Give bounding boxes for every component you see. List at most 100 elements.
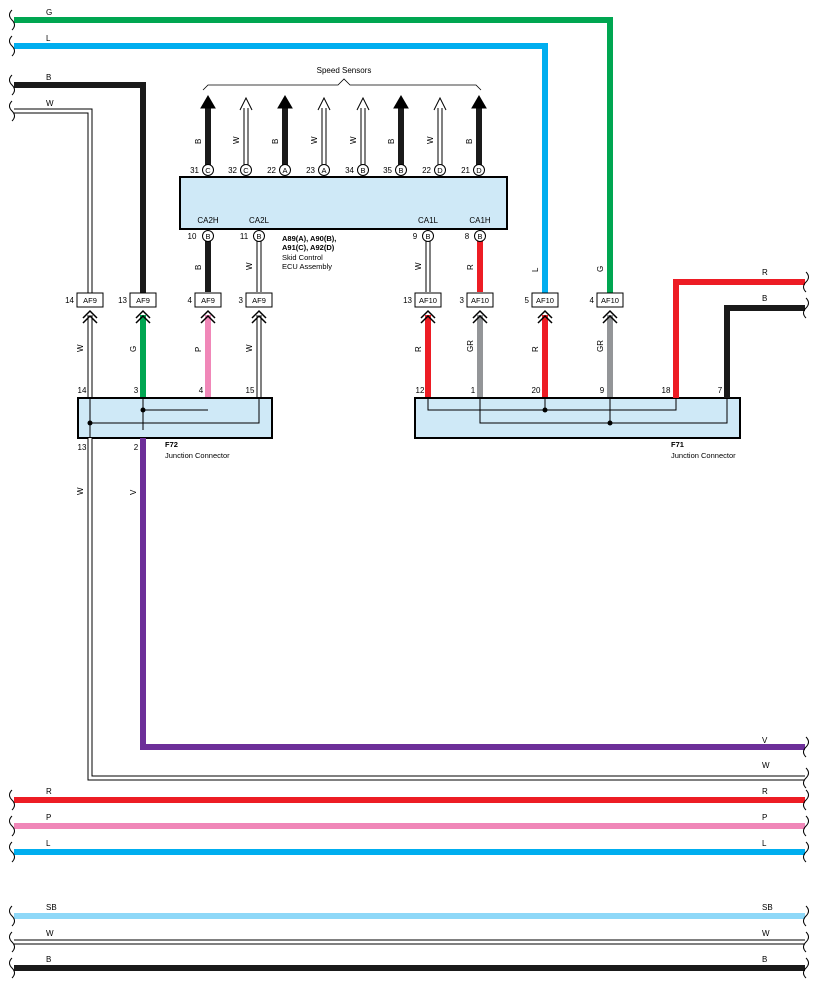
connector-wire-label: R bbox=[531, 346, 540, 352]
connector-wire-label: W bbox=[76, 344, 85, 352]
f71-pin-18: 18 bbox=[662, 386, 671, 395]
sensor-wire-label: W bbox=[232, 136, 241, 144]
upper-wire-2-label: W bbox=[414, 262, 423, 270]
f71-splice-dot-2 bbox=[607, 420, 613, 426]
ecu-terminal-ca2h-circle bbox=[202, 230, 214, 242]
ecu-terminal-ca1l-conn: B bbox=[425, 232, 430, 241]
ecu-terminal-ca1l-name: CA1L bbox=[418, 216, 439, 225]
f71-pin-7: 7 bbox=[718, 386, 723, 395]
inline-connectors: AF914WAF913GAF94PAF93WAF1013RAF103GRAF10… bbox=[65, 292, 624, 398]
f71-pin-12: 12 bbox=[416, 386, 425, 395]
connector-pin: 3 bbox=[460, 296, 465, 305]
sensor-conn-circle bbox=[202, 164, 214, 176]
f72-name: Junction Connector bbox=[165, 451, 230, 460]
arrowhead-filled bbox=[200, 95, 216, 109]
break-mark-left bbox=[9, 815, 15, 837]
connector-wire-label: G bbox=[129, 346, 138, 352]
connector-box bbox=[596, 292, 624, 308]
f72-lower-wire-w-label: W bbox=[76, 487, 85, 495]
f72-lower-wire-v-label: V bbox=[129, 489, 138, 495]
connector-chevron bbox=[135, 309, 151, 319]
sensor-conn-circle bbox=[473, 164, 485, 176]
break-mark-right bbox=[803, 905, 809, 927]
f71-pin-1: 1 bbox=[471, 386, 476, 395]
connector-box bbox=[414, 292, 442, 308]
connector-box bbox=[129, 292, 157, 308]
sensor-conn-letter: A bbox=[321, 166, 326, 175]
right-wire-b-label: B bbox=[762, 294, 767, 303]
ecu-terminal-ca2h-conn: B bbox=[205, 232, 210, 241]
f71-name: Junction Connector bbox=[671, 451, 736, 460]
speed-sensors-bracket bbox=[202, 78, 482, 91]
connector-name: AF9 bbox=[201, 296, 215, 305]
bus-wire-label-right: R bbox=[762, 787, 768, 796]
connector-chevron bbox=[420, 309, 436, 319]
sensor-conn-circle bbox=[240, 164, 252, 176]
break-mark-right bbox=[803, 815, 809, 837]
sensor-conn-letter: D bbox=[476, 166, 482, 175]
break-mark-left bbox=[9, 957, 15, 979]
upper-wire-4-label: L bbox=[531, 267, 540, 272]
f72-pin-3: 3 bbox=[134, 386, 139, 395]
sensor-wire-label: W bbox=[426, 136, 435, 144]
connector-chevron bbox=[200, 309, 216, 319]
sensor-pin: 22 bbox=[422, 166, 431, 175]
upper-wire-0-label: B bbox=[194, 265, 203, 270]
speed-sensor-terminal-frminus: W23AFR– bbox=[306, 96, 332, 191]
ecu-terminal-ca1h-name: CA1H bbox=[469, 216, 491, 225]
arrowhead-open bbox=[356, 96, 370, 111]
sensor-wire-label: B bbox=[387, 139, 396, 144]
top-wire-w: W bbox=[14, 99, 93, 300]
f72-lower-wire-v: V bbox=[129, 438, 805, 750]
ecu-terminal-ca1l-circle bbox=[422, 230, 434, 242]
top-wire-g-label: G bbox=[46, 8, 52, 17]
connector-chevron bbox=[82, 309, 98, 319]
sensor-conn-circle bbox=[434, 164, 446, 176]
top-wire-w-label: W bbox=[46, 99, 54, 108]
sensor-conn-letter: C bbox=[205, 166, 211, 175]
right-wire-r: R bbox=[673, 268, 805, 398]
sensor-wire-label: B bbox=[271, 139, 280, 144]
connector-chevron bbox=[537, 309, 553, 319]
bus-wire-label-left: P bbox=[46, 813, 51, 822]
f71-pin-9: 9 bbox=[600, 386, 605, 395]
ecu-id-line1: A89(A), A90(B), bbox=[282, 234, 336, 243]
connector-wire-label: GR bbox=[596, 340, 605, 352]
right-break-marks-upper bbox=[803, 271, 809, 319]
bus-wire-label-left: SB bbox=[46, 903, 57, 912]
bus-wire-label-right: P bbox=[762, 813, 767, 822]
f72-id: F72 bbox=[165, 440, 178, 449]
sensor-conn-letter: B bbox=[398, 166, 403, 175]
arrowhead-open bbox=[317, 96, 331, 111]
connector-name: AF10 bbox=[419, 296, 437, 305]
bus-wire-label-right: W bbox=[762, 929, 770, 938]
ecu-terminal-ca2l-pin: 11 bbox=[240, 232, 249, 241]
connector-wire-label: W bbox=[245, 344, 254, 352]
ecu-bottom-terminals: CA2H 10 B B CA2L 11 B W CA1L 9 B W CA1H … bbox=[188, 216, 491, 292]
break-mark-left bbox=[9, 841, 15, 863]
ecu-terminal-ca2l-circle bbox=[253, 230, 265, 242]
connector-name: AF9 bbox=[136, 296, 150, 305]
connector-wire-label: GR bbox=[466, 340, 475, 352]
arrowhead-filled bbox=[393, 95, 409, 109]
f72-pin-14: 14 bbox=[78, 386, 87, 395]
left-break-marks bbox=[9, 9, 15, 122]
top-wire-g: G bbox=[14, 8, 613, 300]
connector-pin: 13 bbox=[403, 296, 412, 305]
upper-wire-3-label: R bbox=[466, 264, 475, 270]
ecu-terminal-ca1h-pin: 8 bbox=[465, 232, 470, 241]
connector-chevron bbox=[472, 309, 488, 319]
bus-wire-label-left: R bbox=[46, 787, 52, 796]
ecu-box bbox=[179, 176, 508, 230]
right-break-marks-lower bbox=[803, 736, 809, 789]
top-wire-l: L bbox=[14, 34, 548, 300]
connector-name: AF10 bbox=[471, 296, 489, 305]
connector-box bbox=[531, 292, 559, 308]
connector-pin: 14 bbox=[65, 296, 74, 305]
